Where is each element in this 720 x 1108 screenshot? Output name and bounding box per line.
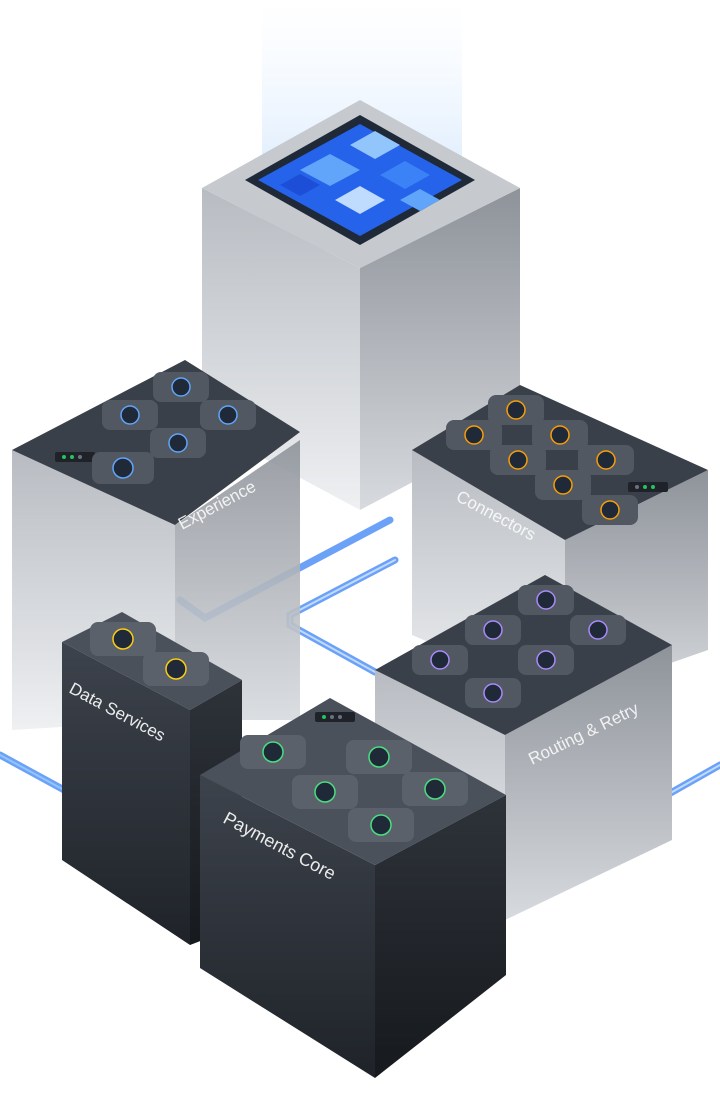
routing-icon-branch xyxy=(465,615,521,645)
shield-icon xyxy=(506,400,526,420)
dollar-icon xyxy=(508,450,528,470)
branch-icon xyxy=(483,620,503,640)
cursor-icon xyxy=(171,377,191,397)
fingerprint-icon xyxy=(112,457,134,479)
connectors-icon-dollar xyxy=(490,445,546,475)
bolt-icon xyxy=(168,433,188,453)
data-services-icon-bank xyxy=(90,622,156,656)
experience-right-face xyxy=(175,440,300,720)
connectors-icon-coin xyxy=(532,420,588,450)
routing-icon-route xyxy=(518,585,574,615)
connectors-icon-money-bag xyxy=(535,470,591,500)
routing-icon-merge xyxy=(518,645,574,675)
routing-right-face xyxy=(505,645,672,920)
route-icon xyxy=(536,590,556,610)
connectors-icon-wallet xyxy=(582,495,638,525)
core-screen xyxy=(258,124,462,236)
core-screen-tile xyxy=(335,186,385,214)
payments-core-block: Payments Core xyxy=(200,698,506,1078)
routing-icon-retry xyxy=(465,678,521,708)
payments-icon-sync xyxy=(346,740,412,774)
routing-icon-split xyxy=(570,615,626,645)
retry-icon xyxy=(483,683,503,703)
wallet-icon xyxy=(600,500,620,520)
merge-icon xyxy=(536,650,556,670)
experience-icon-doc xyxy=(200,400,256,430)
doc-icon xyxy=(218,405,238,425)
coin-icon xyxy=(550,425,570,445)
experience-status-leds xyxy=(55,452,95,462)
connectors-icon-document xyxy=(578,445,634,475)
core-screen-tile xyxy=(400,189,440,211)
settle-icon xyxy=(370,814,392,836)
payments-left-face xyxy=(200,775,375,1078)
bank-icon xyxy=(112,628,134,650)
connectors-icon-shield xyxy=(488,395,544,425)
payments-icon-settle xyxy=(348,808,414,842)
split-icon xyxy=(588,620,608,640)
sync-icon xyxy=(368,746,390,768)
data-services-icon-exchange xyxy=(143,652,209,686)
experience-icon-bolt xyxy=(150,428,206,458)
card-icon xyxy=(120,405,140,425)
experience-icon-card xyxy=(102,400,158,430)
list-icon xyxy=(314,781,336,803)
document-icon xyxy=(596,450,616,470)
ledger-icon xyxy=(262,741,284,763)
connection-line-center-2 xyxy=(286,556,399,676)
experience-block: Experience xyxy=(12,360,300,730)
payments-status-leds xyxy=(315,712,355,722)
payments-icon-clock xyxy=(402,772,468,806)
experience-icon-cursor xyxy=(153,372,209,402)
currency-exchange-icon xyxy=(165,658,187,680)
link-icon xyxy=(464,425,484,445)
data-services-left-face xyxy=(62,642,190,945)
core-screen-tile xyxy=(350,131,400,159)
connectors-icon-link xyxy=(446,420,502,450)
payments-icon-ledger xyxy=(240,735,306,769)
core-screen-tile xyxy=(300,154,360,186)
payments-icon-list xyxy=(292,775,358,809)
connectors-status-leds xyxy=(628,482,668,492)
routing-icon-refresh xyxy=(412,645,468,675)
payments-right-face xyxy=(375,795,506,1078)
experience-icon-fingerprint xyxy=(92,452,154,484)
clock-icon xyxy=(424,778,446,800)
core-screen-tile xyxy=(380,161,430,189)
refresh-icon xyxy=(430,650,450,670)
core-screen-tile xyxy=(280,174,320,196)
money-bag-icon xyxy=(553,475,573,495)
